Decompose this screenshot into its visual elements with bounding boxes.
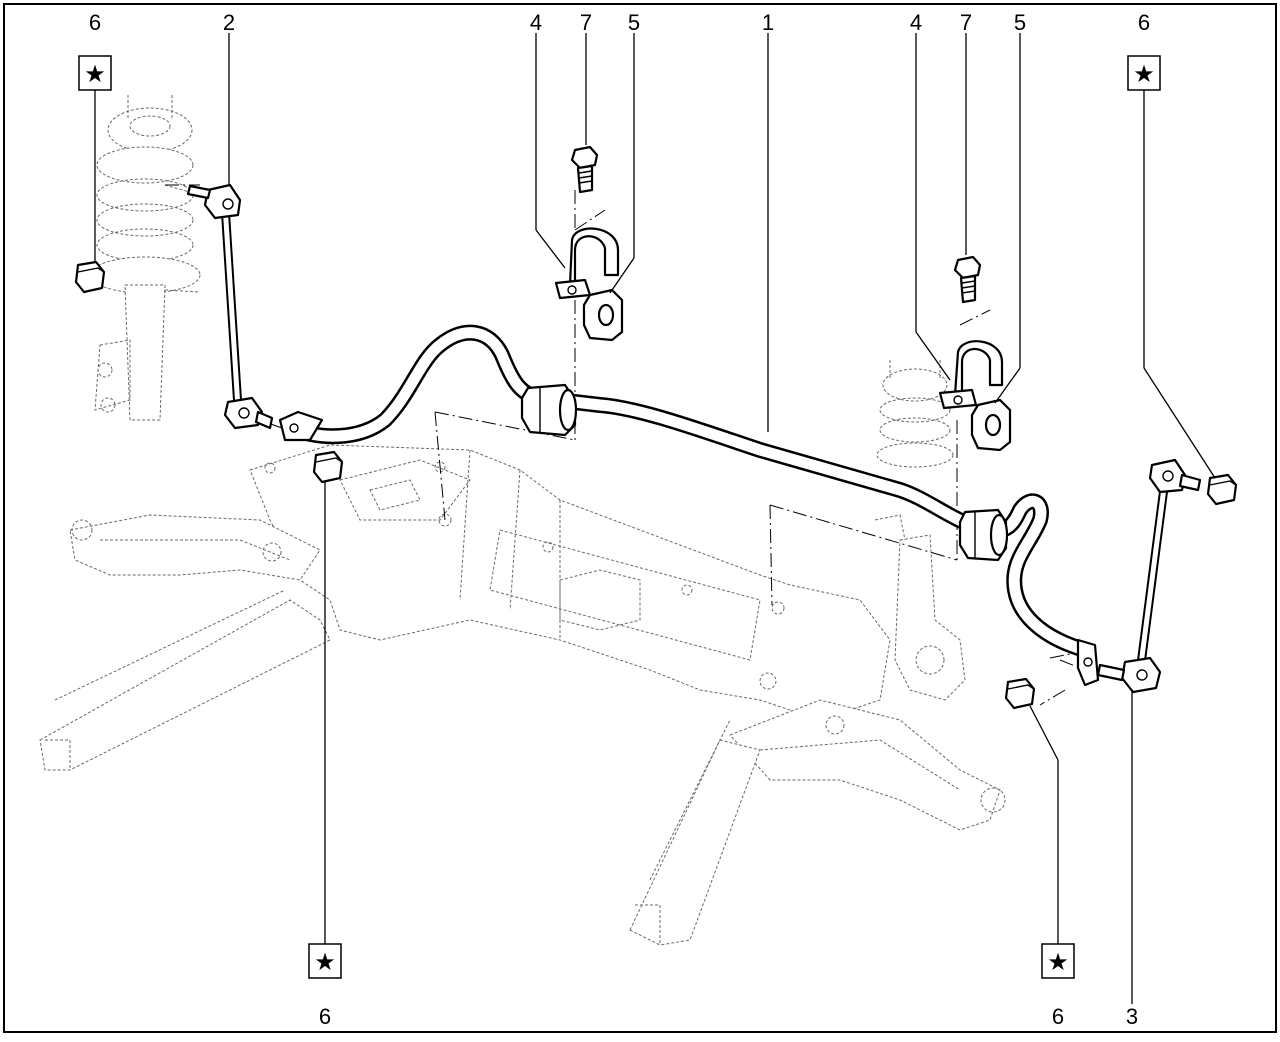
left-strut-ghost bbox=[89, 95, 201, 421]
callout-2: 2 bbox=[223, 10, 235, 35]
callout-3: 3 bbox=[1126, 1004, 1138, 1029]
link-rod-left bbox=[186, 183, 274, 430]
star-box-top-left: ★ bbox=[78, 55, 112, 91]
callout-4-right: 4 bbox=[910, 10, 922, 35]
callout-4-left: 4 bbox=[530, 10, 542, 35]
nut-top-left bbox=[74, 260, 106, 294]
stabilizer-bar bbox=[278, 324, 1100, 687]
clamp-left bbox=[554, 227, 620, 300]
clamp-bushing-left bbox=[582, 288, 624, 342]
callout-6-bottom-right: 6 bbox=[1052, 1004, 1064, 1029]
star-icon: ★ bbox=[1047, 949, 1069, 976]
callout-7-right: 7 bbox=[960, 10, 972, 35]
diagram-frame bbox=[3, 3, 1277, 1033]
link-rod-right bbox=[1096, 458, 1202, 694]
subframe-ghost bbox=[39, 444, 1006, 946]
callout-6-top-right: 6 bbox=[1138, 10, 1150, 35]
callout-7-left: 7 bbox=[580, 10, 592, 35]
bar-bushing-left bbox=[520, 383, 578, 437]
star-box-bottom-left: ★ bbox=[308, 943, 342, 979]
star-icon: ★ bbox=[1133, 61, 1155, 88]
callout-numbers: 6 2 4 7 5 1 4 7 5 6 6 6 3 bbox=[89, 10, 1150, 1029]
star-box-bottom-right: ★ bbox=[1041, 943, 1075, 979]
star-box-top-right: ★ bbox=[1127, 55, 1161, 91]
callout-5-right: 5 bbox=[1014, 10, 1026, 35]
nut-top-right bbox=[1206, 473, 1238, 506]
callout-6-top-left: 6 bbox=[89, 10, 101, 35]
nut-bottom-right bbox=[1004, 677, 1036, 710]
clamp-bushing-right bbox=[970, 398, 1012, 452]
nut-mid-left bbox=[312, 450, 344, 484]
callout-5-left: 5 bbox=[628, 10, 640, 35]
bolt-right bbox=[953, 255, 982, 304]
bar-bushing-right bbox=[958, 508, 1009, 562]
callout-6-bottom-left: 6 bbox=[319, 1004, 331, 1029]
bolt-left bbox=[570, 145, 599, 194]
star-icon: ★ bbox=[314, 949, 336, 976]
leader-lines bbox=[94, 33, 1216, 1004]
clamp-right bbox=[938, 340, 1004, 410]
callout-1: 1 bbox=[762, 10, 774, 35]
right-strut-ghost bbox=[876, 360, 954, 468]
star-icon: ★ bbox=[84, 61, 106, 88]
